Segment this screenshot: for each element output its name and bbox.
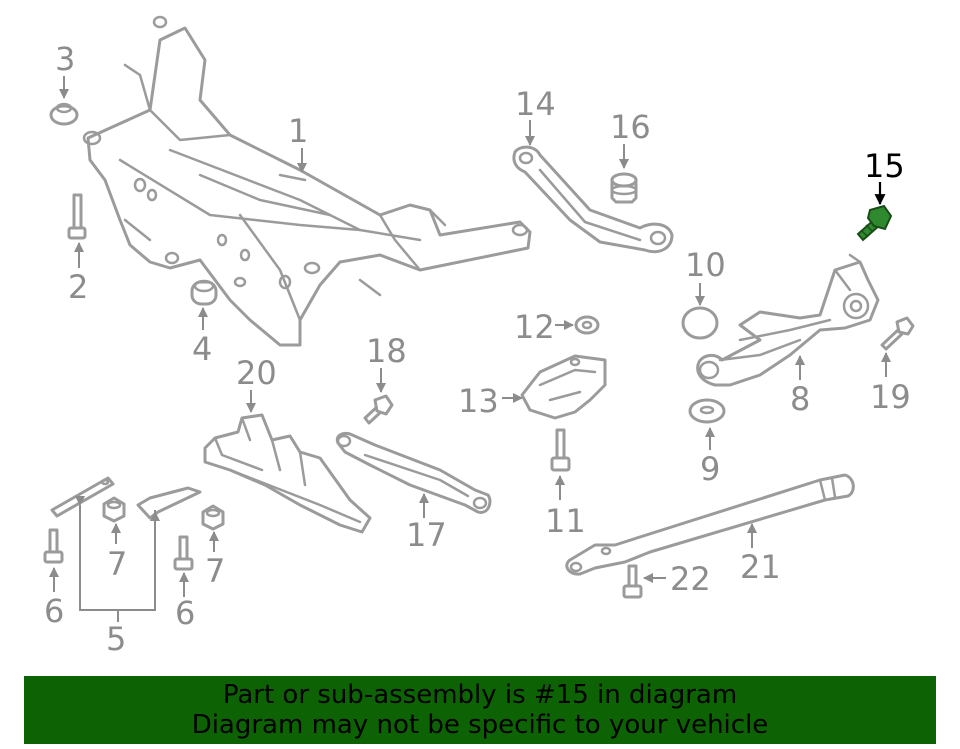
part-8-knuckle-arm[interactable] [696,253,880,387]
callout-19: 19 [870,378,911,416]
callout-1: 1 [288,112,308,150]
callout-20: 20 [236,354,277,392]
part-info-banner: Part or sub-assembly is #15 in diagram D… [24,676,936,744]
callout-12: 12 [514,308,555,346]
callout-10: 10 [685,246,726,284]
part-11-bolt[interactable] [550,428,571,472]
callout-7b: 7 [205,552,225,590]
part-22-bolt[interactable] [622,564,643,599]
callout-6a: 6 [44,592,64,630]
callout-15: 15 [864,147,905,185]
part-13-bracket[interactable] [520,354,607,420]
part-15-bolt-highlighted[interactable] [856,204,893,242]
part-7-nut-right[interactable] [201,504,225,531]
parts-diagram: 1 3 2 4 14 16 15 [43,15,915,658]
callout-8: 8 [790,380,810,418]
callout-13: 13 [458,382,499,420]
part-20-bracket[interactable] [203,413,372,534]
callout-9: 9 [700,450,720,488]
part-14-upper-arm[interactable] [512,145,674,254]
callout-17: 17 [406,516,447,554]
part-3-bushing-cap[interactable] [49,102,79,126]
callout-11: 11 [545,502,586,540]
part-19-bolt[interactable] [880,316,915,351]
callout-6b: 6 [175,594,195,632]
part-18-bolt[interactable] [363,394,394,425]
callout-22: 22 [670,560,711,598]
callout-4: 4 [192,330,212,368]
part-12-washer[interactable] [574,315,600,335]
callout-2: 2 [68,268,88,306]
part-21-rod[interactable] [565,473,855,576]
part-9-washer[interactable] [688,398,726,424]
part-16-bump-stop[interactable] [610,172,638,204]
part-1-subframe[interactable] [82,15,532,347]
part-4-bushing[interactable] [190,279,218,306]
callout-16: 16 [610,108,651,146]
callout-5: 5 [106,620,126,658]
callout-3: 3 [55,40,75,78]
part-2-bolt[interactable] [67,193,87,240]
part-10-seal[interactable] [681,306,719,340]
part-6-bolt-right[interactable] [173,535,194,571]
callout-18: 18 [366,332,407,370]
part-17-lateral-link[interactable] [335,432,492,514]
part-5-brackets[interactable] [50,476,202,520]
part-7-nut-left[interactable] [102,496,126,523]
banner-line-1: Part or sub-assembly is #15 in diagram [222,680,738,710]
part-6-bolt-left[interactable] [43,528,64,564]
callout-21: 21 [740,548,781,586]
banner-line-2: Diagram may not be specific to your vehi… [191,710,769,740]
callout-14: 14 [515,85,556,123]
callout-7a: 7 [107,545,127,583]
